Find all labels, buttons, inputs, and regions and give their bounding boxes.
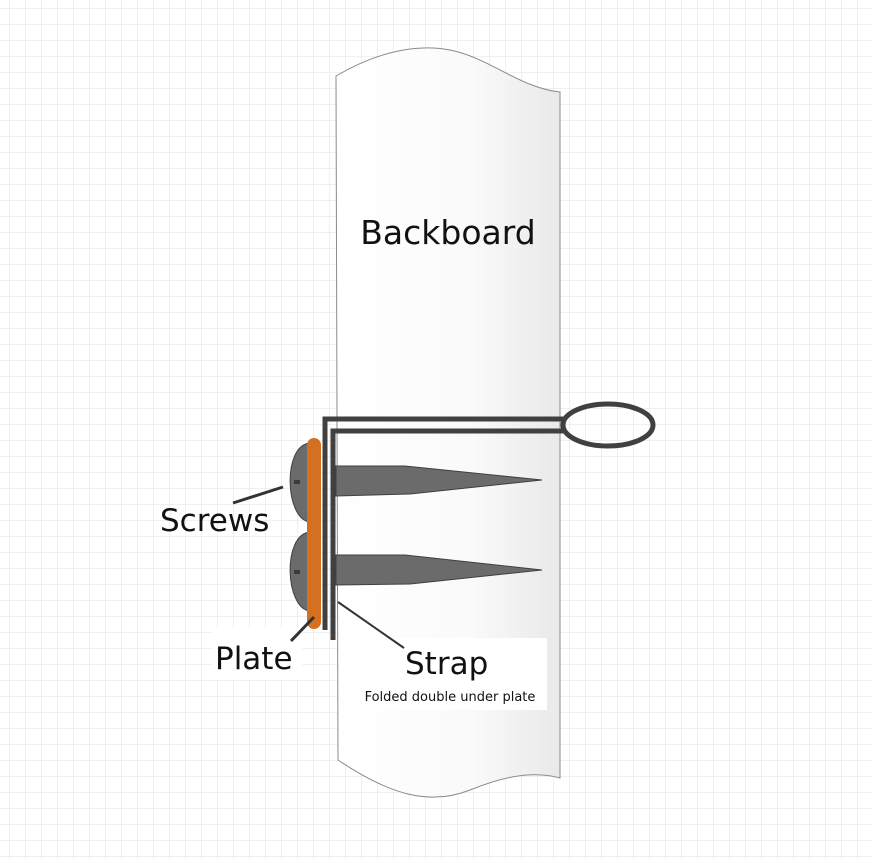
strap-inner bbox=[330, 428, 566, 640]
plate bbox=[307, 438, 321, 629]
screws-leader bbox=[232, 485, 284, 505]
screw-slot bbox=[294, 480, 300, 484]
screw-slot bbox=[294, 570, 300, 574]
plate-label: Plate bbox=[215, 641, 293, 677]
backboard-label: Backboard bbox=[360, 213, 535, 252]
strap-label: Strap bbox=[405, 646, 488, 682]
strap-outer bbox=[322, 416, 566, 630]
screw-shank bbox=[335, 554, 543, 586]
plate-leader bbox=[289, 615, 316, 643]
strap-loop bbox=[560, 401, 656, 449]
strap-label-bg bbox=[352, 638, 547, 710]
backboard bbox=[335, 47, 561, 798]
screws-label: Screws bbox=[160, 503, 269, 539]
screw-shank bbox=[335, 465, 543, 497]
strap-leader bbox=[337, 601, 405, 649]
strap-note: Folded double under plate bbox=[365, 690, 536, 705]
plate-label-bg bbox=[212, 628, 302, 680]
